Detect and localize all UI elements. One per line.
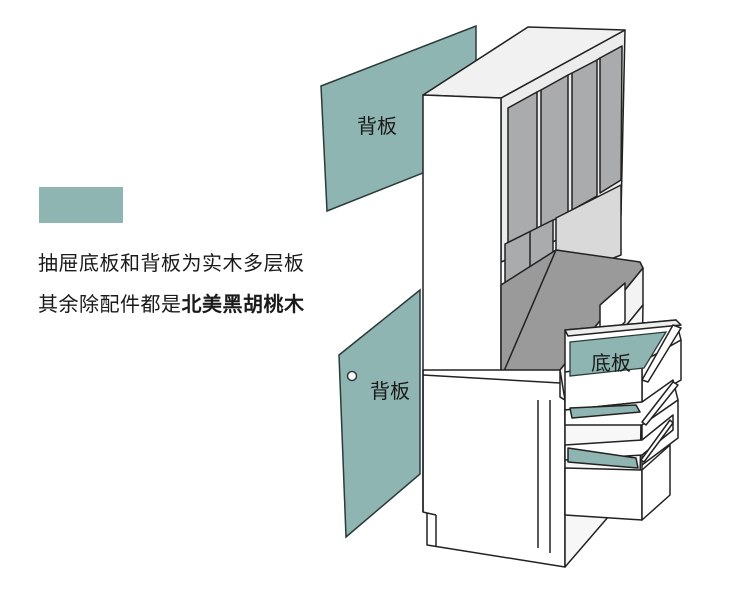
- legend-text-line-2: 其余除配件都是北美黑胡桃木: [38, 288, 305, 317]
- label-back-panel-bottom: 背板: [370, 379, 410, 403]
- label-back-panel-top: 背板: [357, 114, 397, 138]
- legend-swatch: [39, 187, 123, 223]
- back-panel-hole: [346, 370, 358, 382]
- legend-text-line-1: 抽屉底板和背板为实木多层板: [38, 251, 305, 275]
- back-panel-bottom: [338, 288, 421, 539]
- drawer-bottom-panel: [569, 331, 668, 377]
- legend-text-emphasis: 北美黑胡桃木: [181, 292, 305, 316]
- label-drawer-bottom: 底板: [591, 351, 631, 375]
- legend-text-normal: 其余除配件都是: [38, 292, 182, 316]
- cabinet-body: [422, 26, 682, 568]
